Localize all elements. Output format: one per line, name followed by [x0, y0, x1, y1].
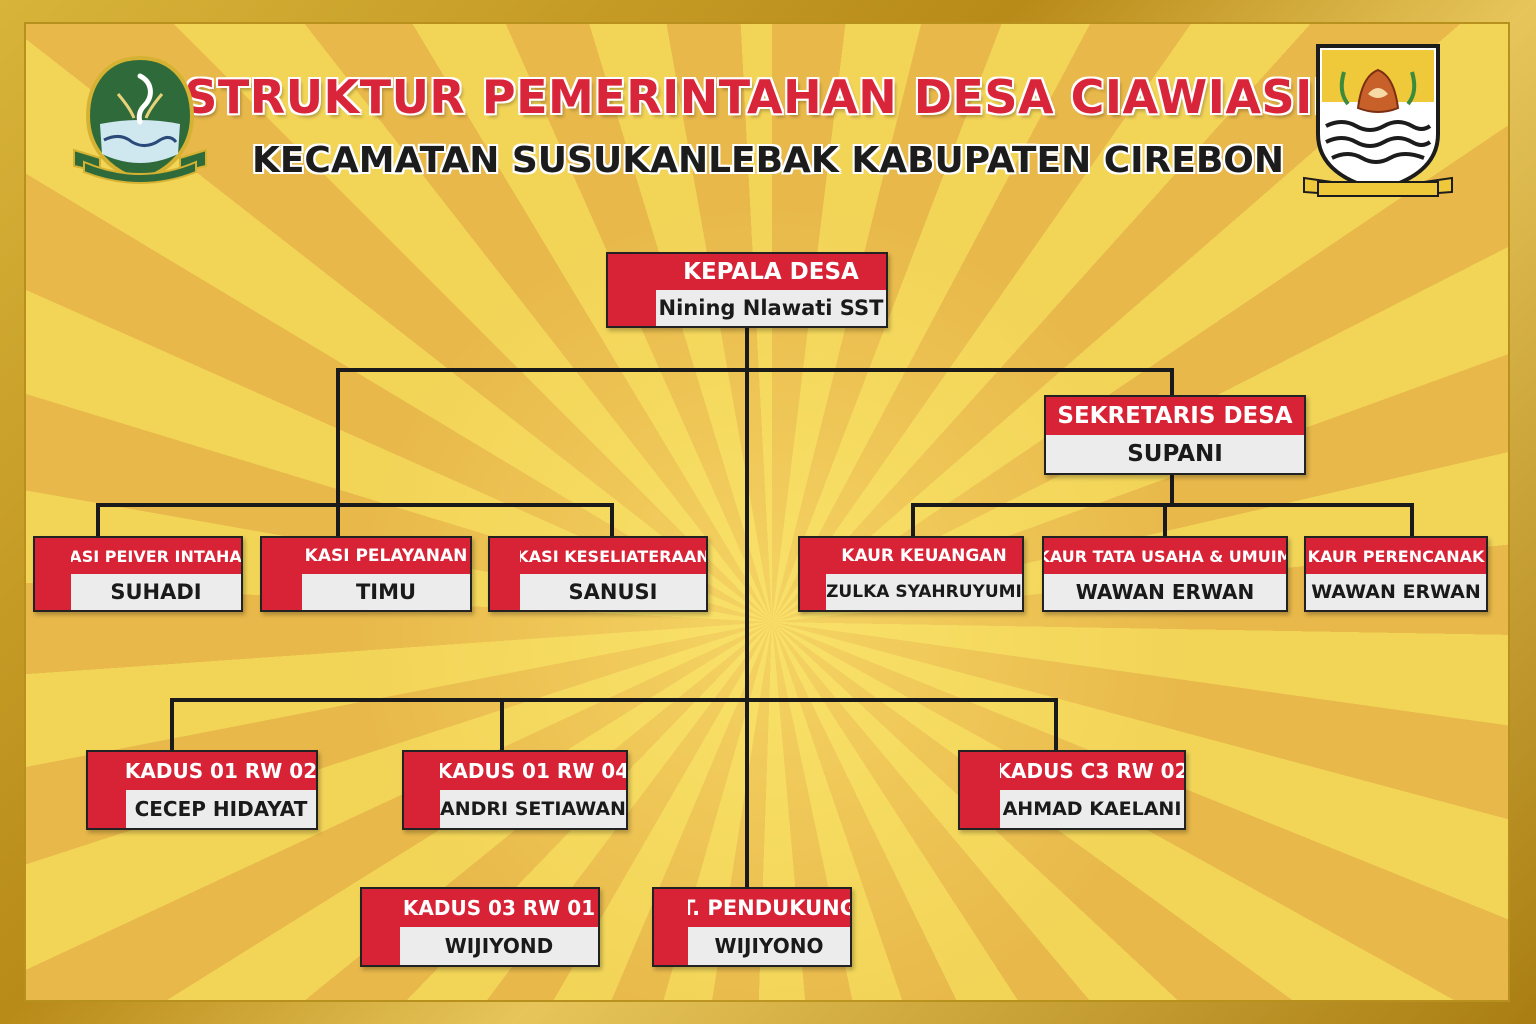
page-subtitle: KECAMATAN SUSUKANLEBAK KABUPATEN CIREBON	[251, 140, 1285, 181]
kepala-desa-box: KEPALA DESA Nining Nlawati SST	[606, 252, 888, 328]
kaur-role: KAUR PERENCANAK	[1306, 538, 1486, 576]
kaur-role: KAUR KEUANGAN	[826, 538, 1022, 576]
tenaga-pendukung-box: T. PENDUKUNG WIJIYONO	[652, 887, 852, 967]
tenaga-pendukung-role: T. PENDUKUNG	[688, 889, 850, 929]
kadus-role: KADUS 01 RW 02	[126, 752, 316, 792]
kadus-name: ANDRI SETIAWAN	[440, 790, 626, 828]
page-title: STRUKTUR PEMERINTAHAN DESA CIAWIASIH	[184, 70, 1352, 124]
kaur-box: KAUR KEUANGAN ZULKA SYAHRUYUMI	[798, 536, 1024, 612]
kaur-box: KAUR PERENCANAK WAWAN ERWAN	[1304, 536, 1488, 612]
kadus-role: KADUS 03 RW 01	[400, 889, 598, 929]
kaur-role: KAUR TATA USAHA & UMUIM	[1044, 538, 1286, 576]
kadus-role: KADUS 01 RW 04	[440, 752, 626, 792]
kadus-box: KADUS 01 RW 02 CECEP HIDAYAT	[86, 750, 318, 830]
kasi-role: KASI KESELIATERAAN	[520, 538, 706, 576]
kaur-box: KAUR TATA USAHA & UMUIM WAWAN ERWAN	[1042, 536, 1288, 612]
cirebon-regency-emblem-icon	[1303, 44, 1453, 197]
sekretaris-desa-role: SEKRETARIS DESA	[1046, 397, 1304, 437]
kepala-desa-role: KEPALA DESA	[656, 254, 886, 292]
kaur-name: ZULKA SYAHRUYUMI	[826, 574, 1022, 610]
kadus-box: KADUS C3 RW 02 AHMAD KAELANI	[958, 750, 1186, 830]
sekretaris-desa-box: SEKRETARIS DESA SUPANI	[1044, 395, 1306, 475]
tenaga-pendukung-name: WIJIYONO	[688, 927, 850, 965]
kasi-box: KASI PELAYANAN TIMU	[260, 536, 472, 612]
kasi-role: KASI PEIVER INTAHAN	[71, 538, 241, 576]
kadus-box: KADUS 01 RW 04 ANDRI SETIAWAN	[402, 750, 628, 830]
west-java-emblem-icon	[73, 55, 207, 184]
kepala-desa-name: Nining Nlawati SST	[656, 290, 886, 326]
kasi-box: KASI KESELIATERAAN SANUSI	[488, 536, 708, 612]
kadus-name: AHMAD KAELANI	[1000, 790, 1184, 828]
kaur-name: WAWAN ERWAN	[1306, 574, 1486, 610]
kasi-box: KASI PEIVER INTAHAN SUHADI	[33, 536, 243, 612]
sekretaris-desa-name: SUPANI	[1046, 435, 1304, 473]
kadus-name: WIJIYOND	[400, 927, 598, 965]
kasi-name: SANUSI	[520, 574, 706, 610]
kadus-role: KADUS C3 RW 02	[1000, 752, 1184, 792]
kaur-name: WAWAN ERWAN	[1044, 574, 1286, 610]
kasi-name: TIMU	[302, 574, 470, 610]
kasi-name: SUHADI	[71, 574, 241, 610]
kasi-role: KASI PELAYANAN	[302, 538, 470, 576]
chart-board	[24, 22, 1510, 1002]
kadus-box: KADUS 03 RW 01 WIJIYOND	[360, 887, 600, 967]
kadus-name: CECEP HIDAYAT	[126, 790, 316, 828]
